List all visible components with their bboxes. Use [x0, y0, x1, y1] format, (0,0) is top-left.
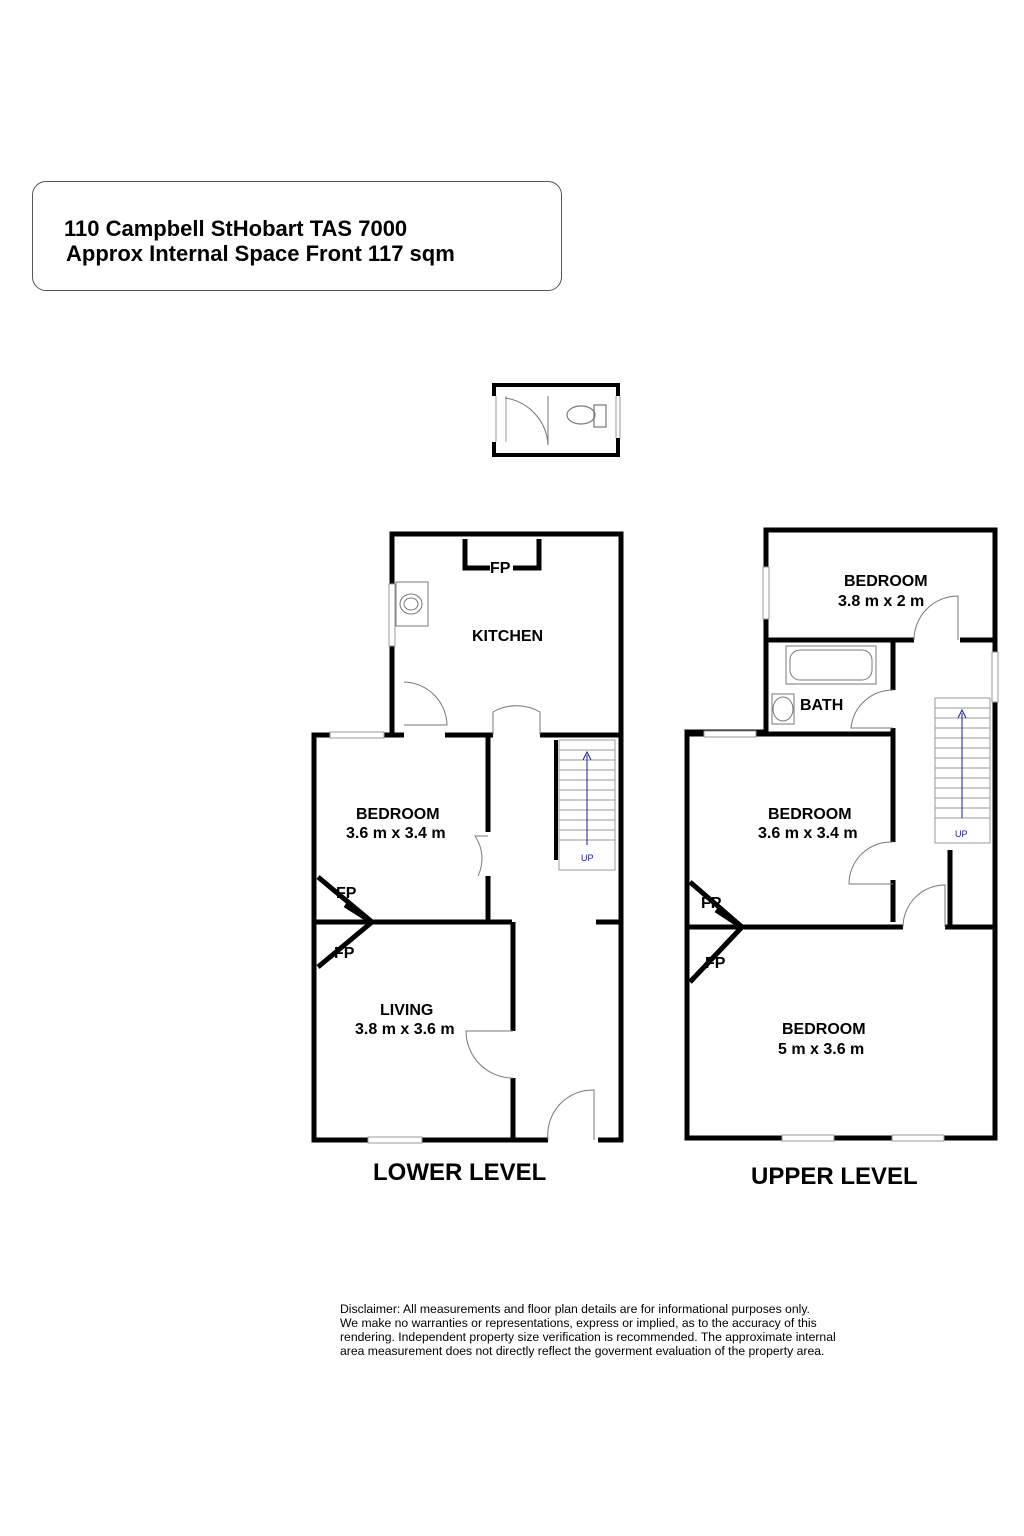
- upper-bedroom-top-label: BEDROOM: [844, 573, 928, 590]
- upper-doors: [848, 595, 959, 928]
- upper-level-caption: UPPER LEVEL: [751, 1163, 918, 1190]
- upper-bedroom-top-dims: 3.8 m x 2 m: [838, 593, 924, 610]
- bath-label: BATH: [800, 697, 843, 714]
- upper-bedroom-mid-dims: 3.6 m x 3.4 m: [758, 825, 858, 842]
- kitchen-label: KITCHEN: [472, 628, 543, 645]
- kitchen-sink: [395, 581, 429, 627]
- living-fp-label: FP: [334, 945, 355, 962]
- upper-bedroom-bottom-label: BEDROOM: [782, 1021, 866, 1038]
- title-box: [32, 181, 562, 291]
- lower-doors: [403, 681, 595, 1141]
- property-address: 110 Campbell StHobart TAS 7000: [64, 216, 408, 241]
- internal-space: Approx Internal Space Front 117 sqm: [66, 241, 455, 266]
- outdoor-toilet: [491, 383, 621, 457]
- upper-bedroom-bottom-dims: 5 m x 3.6 m: [778, 1041, 864, 1058]
- upper-fireplaces: [688, 880, 746, 984]
- lower-stairs: [554, 739, 616, 871]
- lower-stairs-up-label: UP: [581, 853, 594, 863]
- lower-bedroom-dims: 3.6 m x 3.4 m: [346, 825, 446, 842]
- lower-bedroom-label: BEDROOM: [356, 806, 440, 823]
- lower-fireplaces: [316, 875, 376, 969]
- bath-fixtures: [771, 645, 877, 725]
- upper-stairs: [934, 697, 991, 844]
- kitchen-fp-label: FP: [490, 560, 511, 577]
- lower-level-caption: LOWER LEVEL: [373, 1159, 546, 1186]
- upper-bedroom-mid-fp-label: FP: [701, 895, 722, 912]
- upper-windows: [703, 566, 999, 1142]
- upper-stairs-up-label: UP: [955, 829, 968, 839]
- lower-windows: [329, 583, 423, 1144]
- living-label: LIVING: [380, 1002, 433, 1019]
- upper-bedroom-mid-label: BEDROOM: [768, 806, 852, 823]
- disclaimer-text: Disclaimer: All measurements and floor p…: [340, 1302, 836, 1358]
- living-dims: 3.8 m x 3.6 m: [355, 1021, 455, 1038]
- lower-bedroom-fp-label: FP: [336, 885, 357, 902]
- upper-bedroom-bottom-fp-label: FP: [705, 955, 726, 972]
